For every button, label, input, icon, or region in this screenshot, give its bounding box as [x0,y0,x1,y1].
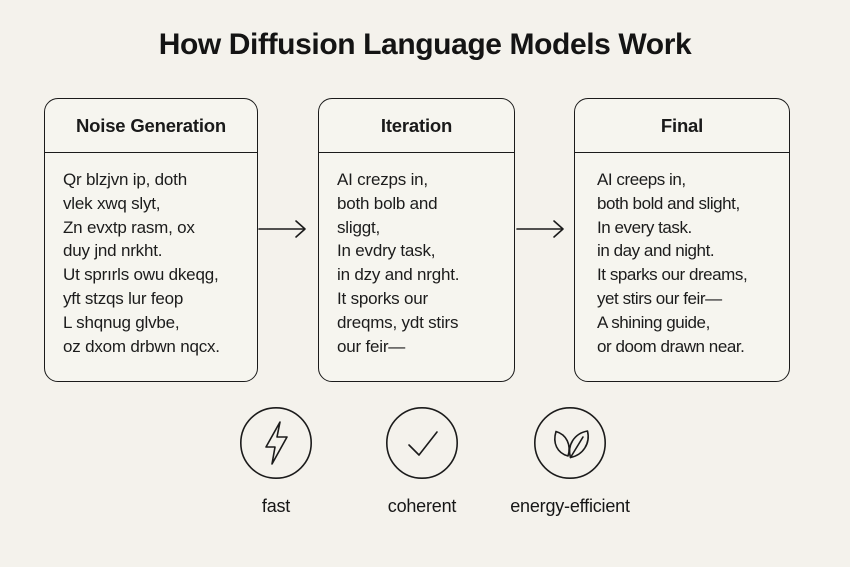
poem-line: Qr blzjvn ip, doth [63,170,187,189]
poem-line: In every task. [597,217,692,237]
poem-line: oz dxom drbwn nqcx. [63,336,220,356]
poem-line: yet stirs our feir— [597,288,722,308]
poem-line: AI creeps in, [597,170,686,189]
stage-card-noise-generation: Noise Generation Qr blzjvn ip, doth vlek… [44,98,258,382]
poem-line: both bold and slight, [597,193,740,213]
poem-line: vlek xwq slyt, [63,193,161,213]
stage-text: Qr blzjvn ip, doth vlek xwq slyt, Zn evx… [45,153,257,358]
poem-line: both bolb and [337,193,438,213]
feature-label-coherent: coherent [387,495,457,516]
poem-line: or doom drawn near. [597,336,745,356]
poem-line: Ut sprırls owu dkeqg, [63,265,219,285]
poem-line: dreqms, ydt stirs [337,312,459,332]
feature-label-energy-efficient: energy-efficient [510,495,630,516]
poem-line: our feir— [337,336,406,356]
stage-card-iteration: Iteration AI crezps in, both bolb and sl… [318,98,515,382]
page-title: How Diffusion Language Models Work [158,28,692,61]
poem-line: Zn evxtp rasm, ox [63,217,195,237]
right-arrow-icon [258,220,306,238]
poem-line: It sporks our [337,288,428,308]
leaves-icon [533,406,607,480]
poem-line: L shqnug glvbe, [63,312,180,332]
poem-line: In evdry task, [337,241,436,261]
poem-line: sliggt, [337,217,381,237]
stage-text: AI crezps in, both bolb and sliggt, In e… [319,153,514,358]
poem-line: yft stzqs lur feop [63,288,184,308]
poem-line: A shining guide, [597,312,710,332]
poem-line: in day and night. [597,241,715,261]
stage-text: AI creeps in, both bold and slight, In e… [575,153,789,358]
poem-line: It sparks our dreams, [597,265,748,285]
stage-title: Final [575,99,789,153]
checkmark-icon [385,406,459,480]
right-arrow-icon [516,220,564,238]
stage-card-final: Final AI creeps in, both bold and slight… [574,98,790,382]
lightning-icon [239,406,313,480]
poem-line: AI crezps in, [337,170,428,189]
poem-line: duy jnd nrkht. [63,241,163,261]
stage-title: Noise Generation [45,99,257,153]
stage-title: Iteration [319,99,514,153]
poem-line: in dzy and nrght. [337,265,460,285]
feature-label-fast: fast [261,495,291,516]
